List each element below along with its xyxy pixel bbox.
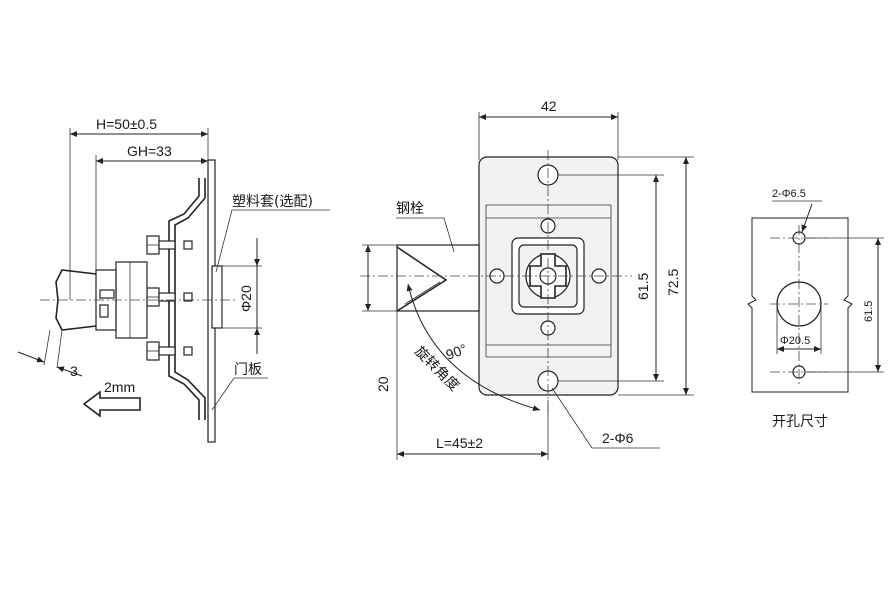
plastic-sleeve [211,265,223,329]
dim-l: L=45±2 [436,435,483,451]
dim-72-5: 72.5 [665,269,681,296]
dim-20: 20 [375,376,391,392]
label-door-panel: 门板 [234,362,262,378]
rotation-arc [406,283,541,412]
cutout-title: 开孔尺寸 [772,414,828,430]
dim-cutout-61-5: 61.5 [863,301,875,322]
dim-holes-phi6: 2-Φ6 [602,430,634,446]
arrow-2mm-icon [82,390,141,418]
screw-bottom [146,341,193,361]
cutout-view: 2-Φ6.5 61.5 Φ20.5 开孔尺寸 [747,188,884,430]
dim-61-5: 61.5 [635,273,651,300]
dim-gh-label: GH=33 [127,143,172,159]
label-2mm: 2mm [104,379,135,395]
dim-3: 3 [70,363,78,379]
dim-h-label: H=50±0.5 [96,116,157,132]
side-view: H=50±0.5 GH=33 [17,116,330,443]
dim-cutout-phi20-5: Φ20.5 [780,335,810,347]
dim-phi20: Φ20 [238,285,254,312]
label-steel-bolt: 钢栓 [396,201,424,217]
label-plastic-sleeve: 塑料套(选配) [232,194,313,210]
cutout-panel [747,217,853,393]
dim-cutout-holes: 2-Φ6.5 [772,188,806,200]
angle-90: 90° [444,341,469,363]
screw-top [146,235,193,255]
dim-42: 42 [541,98,557,114]
front-view: 42 钢栓 [360,98,694,460]
screw-middle [146,287,193,307]
